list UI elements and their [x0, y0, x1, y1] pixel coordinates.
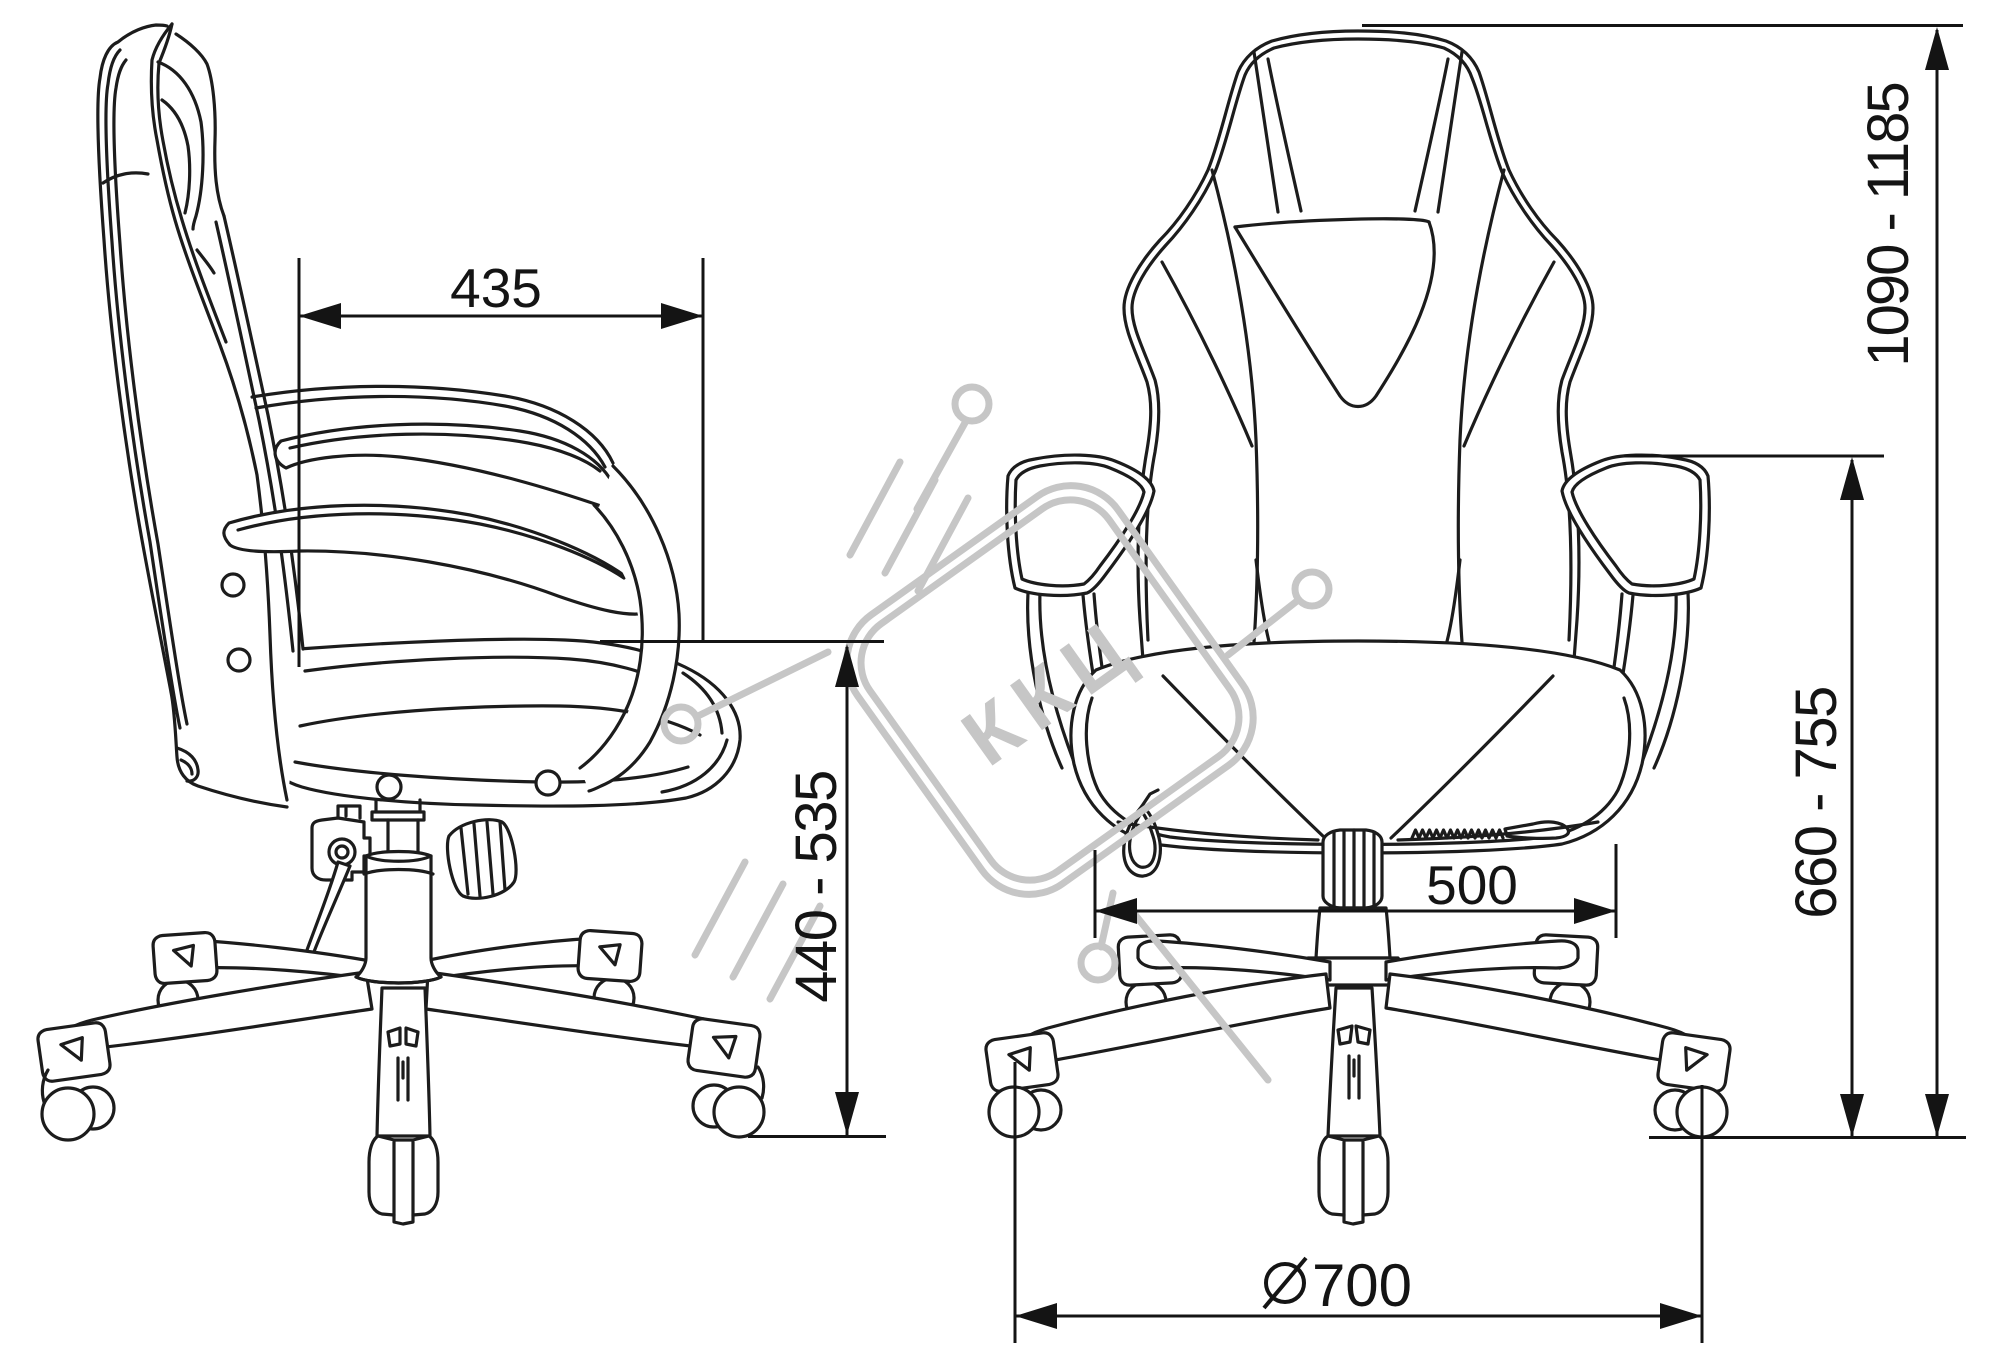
svg-text:440 - 535: 440 - 535 [784, 771, 849, 1003]
svg-text:500: 500 [1426, 854, 1518, 916]
svg-text:435: 435 [450, 257, 542, 319]
svg-text:700: 700 [1312, 1252, 1412, 1319]
svg-text:1090 - 1185: 1090 - 1185 [1856, 83, 1921, 366]
svg-text:660 - 755: 660 - 755 [1784, 687, 1849, 919]
